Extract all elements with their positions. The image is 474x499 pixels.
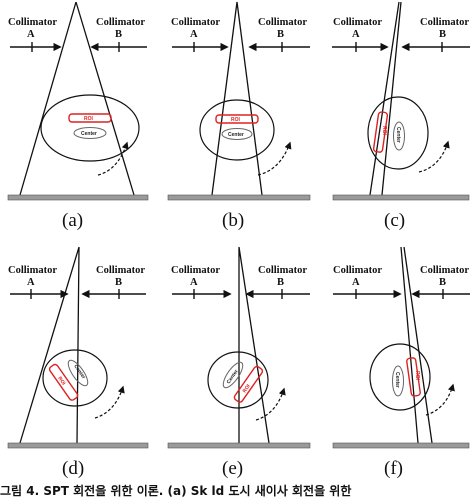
collimator-b-letter: B: [277, 29, 284, 40]
collimator-b-letter: B: [277, 277, 284, 288]
roi-label: ROI: [56, 376, 66, 387]
collimator-a-arrow: [333, 289, 402, 299]
collimator-b-label: Collimator: [258, 265, 307, 276]
rotation-arrow: [418, 140, 450, 173]
rotation-arrow: [425, 383, 455, 416]
roi-label: ROI: [242, 383, 252, 394]
roi-marker: [372, 111, 389, 153]
panel-caption-b: (b): [222, 210, 244, 231]
table: [167, 442, 311, 449]
collimator-a-label: Collimator: [171, 17, 220, 28]
collimator-b-letter: B: [115, 277, 122, 288]
collimator-b-arrow: [245, 289, 310, 299]
center-label: Center: [226, 369, 240, 385]
center-label: Center: [228, 132, 244, 138]
panel-caption-a: (a): [62, 210, 83, 231]
center-marker: [392, 365, 404, 397]
roi-label: ROI: [84, 116, 94, 122]
table: [332, 194, 470, 201]
panel-d: Collimator A Collimator B ROI Center (d): [7, 246, 149, 479]
panel-b: Collimator A Collimator B ROI Center (b): [167, 1, 311, 231]
roi-marker: [48, 363, 79, 401]
collimator-b-label: Collimator: [420, 17, 469, 28]
patient-body: [207, 351, 269, 409]
beam-fan: [19, 246, 80, 444]
collimator-b-label: Collimator: [96, 265, 145, 276]
collimator-a-label: Collimator: [333, 265, 382, 276]
center-label: Center: [81, 131, 97, 137]
collimator-b-letter: B: [115, 29, 122, 40]
rotation-arrow: [94, 385, 125, 419]
collimator-b-arrow: [81, 289, 146, 299]
collimator-a-label: Collimator: [8, 265, 57, 276]
collimator-b-label: Collimator: [420, 265, 469, 276]
patient-body: [199, 99, 275, 161]
center-marker: [393, 121, 405, 151]
collimator-a-arrow: [332, 42, 389, 52]
beam-fan: [369, 1, 402, 196]
collimator-a-letter: A: [352, 29, 360, 40]
collimator-a-letter: A: [190, 29, 198, 40]
figure-caption: 그림 4. SPT 회전을 위한 이론. (a) Sk ld 도시 새이사 회전…: [0, 484, 352, 498]
rotation-arrow: [97, 141, 129, 176]
center-marker: [73, 127, 107, 139]
collimator-a-label: Collimator: [333, 17, 382, 28]
roi-marker: [68, 113, 112, 123]
collimator-b-label: Collimator: [96, 17, 145, 28]
center-marker: [222, 361, 244, 389]
collimator-b-arrow: [248, 42, 310, 52]
center-label: Center: [395, 127, 401, 143]
rotation-arrow: [257, 141, 292, 176]
panel-caption-c: (c): [384, 210, 405, 231]
roi-label: ROI: [231, 117, 241, 123]
panel-e: Collimator A Collimator B ROI Center (e): [167, 246, 311, 479]
panel-caption-f: (f): [384, 458, 403, 479]
beam-fan: [238, 246, 270, 444]
center-label: Center: [394, 372, 400, 388]
collimator-a-letter: A: [352, 277, 360, 288]
table: [7, 442, 149, 449]
collimator-b-label: Collimator: [258, 17, 307, 28]
panel-c: Collimator A Collimator B ROI Center (c): [332, 1, 470, 231]
table: [332, 442, 470, 449]
roi-label: ROI: [414, 371, 420, 381]
center-marker: [221, 128, 253, 140]
roi-label: ROI: [381, 126, 387, 136]
table: [7, 194, 149, 201]
collimator-a-label: Collimator: [8, 17, 57, 28]
patient-body: [367, 96, 429, 170]
panel-caption-d: (d): [62, 458, 84, 479]
panel-a: Collimator A Collimator B ROI Center (a): [7, 1, 149, 231]
panel-caption-e: (e): [222, 458, 243, 479]
collimator-b-arrow: [401, 42, 470, 52]
roi-marker: [406, 357, 421, 397]
collimator-a-arrow: [10, 42, 62, 52]
panel-f: Collimator A Collimator B ROI Center (f): [332, 246, 470, 479]
collimator-a-arrow: [172, 289, 232, 299]
roi-marker: [233, 365, 264, 403]
beam-fan: [19, 1, 135, 196]
collimator-b-letter: B: [439, 277, 446, 288]
collimator-b-arrow: [411, 289, 470, 299]
rotation-arrow: [255, 387, 286, 421]
collimator-a-letter: A: [190, 277, 198, 288]
collimator-a-letter: A: [27, 29, 35, 40]
collimator-a-arrow: [10, 289, 69, 299]
collimator-a-arrow: [172, 42, 229, 52]
roi-marker: [215, 114, 259, 124]
patient-body: [369, 343, 431, 411]
collimator-a-letter: A: [27, 277, 35, 288]
patient-body: [40, 94, 140, 162]
table: [167, 194, 311, 201]
beam-fan: [211, 1, 263, 196]
collimator-b-letter: B: [439, 29, 446, 40]
collimator-a-label: Collimator: [171, 265, 220, 276]
patient-body: [42, 349, 108, 407]
center-marker: [67, 359, 89, 387]
collimator-b-arrow: [90, 42, 147, 52]
